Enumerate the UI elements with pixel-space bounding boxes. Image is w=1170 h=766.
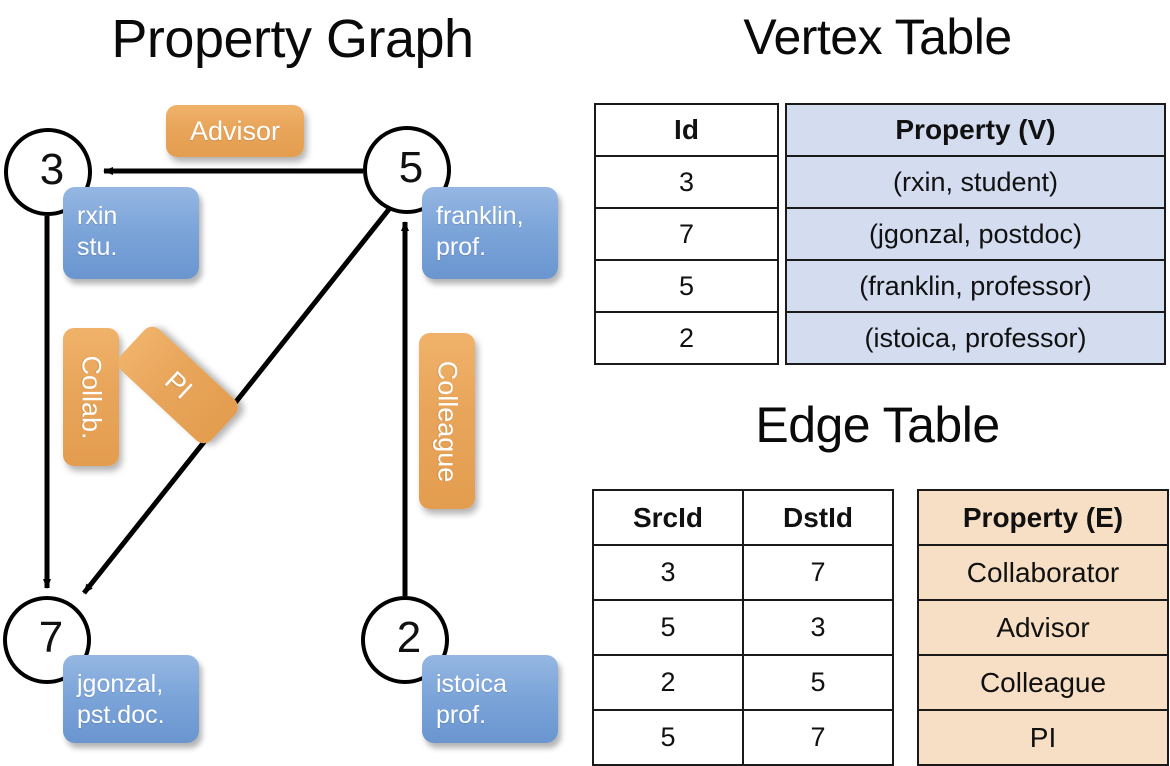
property-graph-canvas: 3 5 7 2 rxin stu. franklin, prof. jgonza…: [0, 0, 585, 760]
graph-node-2-id: 2: [396, 613, 422, 662]
node-property-line2-3: stu.: [77, 232, 118, 261]
edge-table-cell-property: Colleague: [917, 654, 1169, 711]
table-row: 5 3: [592, 599, 894, 656]
graph-edges-layer: [43, 167, 409, 596]
vertex-table-header-property: Property (V): [785, 103, 1166, 157]
table-row: (jgonzal, postdoc): [785, 207, 1166, 261]
table-row: 7: [594, 207, 779, 261]
edge-label-collaborator: Collab.: [63, 328, 119, 466]
table-row: 3: [594, 155, 779, 209]
edge-table-cell-property: Collaborator: [917, 544, 1169, 601]
edge-table-header-srcid: SrcId: [592, 489, 744, 546]
graph-node-2[interactable]: 2: [361, 596, 449, 684]
edge-label-pi-text: PI: [158, 364, 198, 405]
edge-table-cell-dstid: 7: [742, 709, 894, 766]
edge-label-advisor: Advisor: [166, 105, 304, 157]
table-row: (istoica, professor): [785, 311, 1166, 365]
edge-table-cell-dstid: 7: [742, 544, 894, 601]
vertex-table-cell-property: (rxin, student): [785, 155, 1166, 209]
edge-label-collaborator-text: Collab.: [76, 354, 107, 440]
edge-5-to-7-pi: [82, 206, 392, 595]
edge-label-advisor-text: Advisor: [189, 115, 281, 146]
table-header-row: SrcId DstId: [592, 489, 894, 546]
edge-table-header-property: Property (E): [917, 489, 1169, 546]
vertex-table-cell-property: (jgonzal, postdoc): [785, 207, 1166, 261]
vertex-table-property-column: Property (V) (rxin, student) (jgonzal, p…: [785, 103, 1166, 365]
table-row: 2: [594, 311, 779, 365]
table-header-row: Property (V): [785, 103, 1166, 157]
node-property-line1-7: jgonzal,: [77, 670, 164, 698]
node-property-line2-5: prof.: [436, 232, 487, 261]
edge-table-cell-srcid: 5: [592, 599, 744, 656]
node-property-box-7: jgonzal, pst.doc.: [63, 655, 199, 743]
edge-table-cell-srcid: 2: [592, 654, 744, 711]
vertex-table-cell-id: 5: [594, 259, 779, 313]
edge-table-property-column: Property (E) Collaborator Advisor Collea…: [917, 489, 1169, 766]
edge-table-cell-srcid: 3: [592, 544, 744, 601]
graph-node-5-id: 5: [398, 143, 424, 192]
vertex-table-header-id: Id: [594, 103, 779, 157]
table-row: 5: [594, 259, 779, 313]
graph-node-5[interactable]: 5: [363, 126, 451, 214]
table-row: 5 7: [592, 709, 894, 766]
table-header-row: Id: [594, 103, 779, 157]
table-header-row: Property (E): [917, 489, 1169, 546]
edge-label-colleague: Colleague: [419, 333, 475, 509]
node-property-line1-3: rxin: [77, 202, 118, 230]
edge-table-header-dstid: DstId: [742, 489, 894, 546]
table-row: (rxin, student): [785, 155, 1166, 209]
node-property-box-3: rxin stu.: [63, 187, 199, 279]
edge-table-cell-property: PI: [917, 709, 1169, 766]
table-row: 3 7: [592, 544, 894, 601]
node-property-box-2: istoica prof.: [422, 655, 558, 743]
table-row: PI: [917, 709, 1169, 766]
edge-table-id-columns: SrcId DstId 3 7 5 3 2 5 5 7: [592, 489, 894, 766]
vertex-table-cell-property: (istoica, professor): [785, 311, 1166, 365]
page-title-vertex-table: Vertex Table: [743, 9, 1012, 65]
edge-table-cell-srcid: 5: [592, 709, 744, 766]
table-row: (franklin, professor): [785, 259, 1166, 313]
vertex-table-id-column: Id 3 7 5 2: [594, 103, 779, 365]
page-title-edge-table: Edge Table: [755, 397, 1000, 453]
edge-table-cell-dstid: 5: [742, 654, 894, 711]
vertex-table-cell-id: 3: [594, 155, 779, 209]
edge-table-cell-dstid: 3: [742, 599, 894, 656]
table-row: Colleague: [917, 654, 1169, 711]
graph-node-3-id: 3: [39, 145, 65, 194]
page-title-property-graph: Property Graph: [111, 9, 474, 69]
graph-node-7-id: 7: [38, 613, 64, 662]
node-property-line1-5: franklin,: [436, 202, 524, 230]
vertex-table-cell-id: 2: [594, 311, 779, 365]
node-property-box-5: franklin, prof.: [422, 187, 558, 279]
vertex-table-cell-id: 7: [594, 207, 779, 261]
node-property-line1-2: istoica: [436, 670, 507, 698]
table-row: Advisor: [917, 599, 1169, 656]
table-row: 2 5: [592, 654, 894, 711]
edge-table-cell-property: Advisor: [917, 599, 1169, 656]
edge-label-colleague-text: Colleague: [432, 360, 463, 482]
node-property-line2-2: prof.: [436, 700, 487, 729]
vertex-table-cell-property: (franklin, professor): [785, 259, 1166, 313]
node-property-line2-7: pst.doc.: [77, 700, 165, 729]
table-row: Collaborator: [917, 544, 1169, 601]
